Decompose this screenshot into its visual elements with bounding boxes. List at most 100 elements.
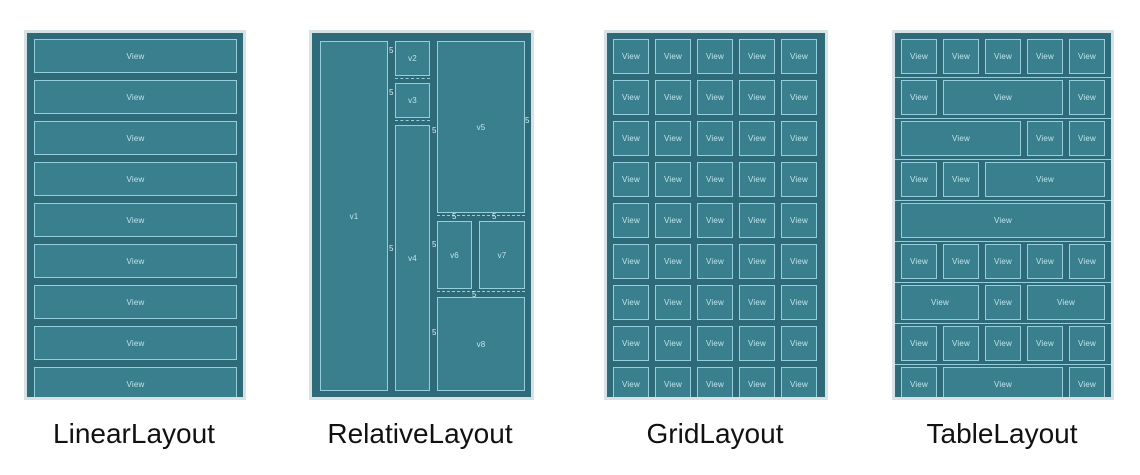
grid-view-cell: View xyxy=(697,162,733,197)
relative-margin-mark: 5 xyxy=(492,212,497,221)
table-view-cell: View xyxy=(901,121,1021,156)
table-view-cell: View xyxy=(943,244,979,279)
relative-connector-line xyxy=(437,291,525,293)
table-view-cell: View xyxy=(943,39,979,74)
table-view-cell: View xyxy=(1027,285,1105,320)
grid-view-cell: View xyxy=(781,326,817,361)
grid-view-cell: View xyxy=(781,80,817,115)
relative-connector-line xyxy=(437,215,525,217)
linear-view-8: View xyxy=(34,326,237,360)
linear-layout-caption: LinearLayout xyxy=(53,418,215,449)
table-row-divider xyxy=(895,77,1111,78)
grid-view-cell: View xyxy=(781,39,817,74)
relative-margin-mark: 5 xyxy=(525,116,530,125)
relative-view-v6: v6 xyxy=(437,221,472,289)
grid-view-cell: View xyxy=(697,121,733,156)
grid-view-cell: View xyxy=(613,285,649,320)
linear-view-7: View xyxy=(34,285,237,319)
linear-view-4: View xyxy=(34,162,237,196)
table-view-cell: View xyxy=(1069,367,1105,397)
grid-view-cell: View xyxy=(613,326,649,361)
relative-margin-mark: 5 xyxy=(472,290,477,299)
table-row-divider xyxy=(895,364,1111,365)
table-view-cell: View xyxy=(901,162,937,197)
linear-view-5: View xyxy=(34,203,237,237)
grid-view-cell: View xyxy=(613,39,649,74)
grid-view-cell: View xyxy=(697,244,733,279)
relative-view-v5: v5 xyxy=(437,41,525,213)
relative-margin-mark: 5 xyxy=(389,244,394,253)
grid-view-cell: View xyxy=(739,80,775,115)
table-view-cell: View xyxy=(985,39,1021,74)
grid-view-cell: View xyxy=(739,121,775,156)
grid-view-cell: View xyxy=(613,121,649,156)
relative-connector-line xyxy=(395,78,430,80)
linear-view-3: View xyxy=(34,121,237,155)
table-view-cell: View xyxy=(901,203,1105,238)
table-view-cell: View xyxy=(901,285,979,320)
relative-connector-line xyxy=(395,120,430,122)
grid-view-cell: View xyxy=(613,80,649,115)
table-view-cell: View xyxy=(985,285,1021,320)
relative-margin-mark: 5 xyxy=(389,46,394,55)
grid-view-cell: View xyxy=(781,244,817,279)
table-row-divider xyxy=(895,118,1111,119)
relative-view-v3: v3 xyxy=(395,83,430,118)
relative-view-v1: v1 xyxy=(320,41,388,391)
table-view-cell: View xyxy=(901,39,937,74)
grid-view-cell: View xyxy=(697,285,733,320)
grid-view-cell: View xyxy=(781,203,817,238)
table-view-cell: View xyxy=(901,80,937,115)
linear-view-6: View xyxy=(34,244,237,278)
grid-view-cell: View xyxy=(655,367,691,397)
grid-view-cell: View xyxy=(697,80,733,115)
relative-margin-mark: 5 xyxy=(452,212,457,221)
table-view-cell: View xyxy=(1069,39,1105,74)
table-view-cell: View xyxy=(1027,244,1063,279)
grid-view-cell: View xyxy=(739,162,775,197)
table-row-divider xyxy=(895,282,1111,283)
grid-view-cell: View xyxy=(613,162,649,197)
grid-view-cell: View xyxy=(781,367,817,397)
table-row-divider xyxy=(895,200,1111,201)
table-view-cell: View xyxy=(1069,326,1105,361)
grid-view-cell: View xyxy=(613,203,649,238)
grid-view-cell: View xyxy=(655,39,691,74)
grid-view-cell: View xyxy=(739,203,775,238)
grid-view-cell: View xyxy=(697,326,733,361)
relative-view-v8: v8 xyxy=(437,297,525,391)
linear-view-9: View xyxy=(34,367,237,397)
linear-view-2: View xyxy=(34,80,237,114)
grid-view-cell: View xyxy=(739,39,775,74)
grid-view-cell: View xyxy=(781,285,817,320)
grid-view-cell: View xyxy=(655,80,691,115)
grid-view-cell: View xyxy=(739,244,775,279)
relative-layout-caption: RelativeLayout xyxy=(327,418,513,449)
table-view-cell: View xyxy=(943,326,979,361)
table-view-cell: View xyxy=(943,80,1063,115)
table-row-divider xyxy=(895,323,1111,324)
table-view-cell: View xyxy=(985,244,1021,279)
table-layout-caption: TableLayout xyxy=(926,418,1078,449)
grid-view-cell: View xyxy=(655,285,691,320)
table-view-cell: View xyxy=(943,367,1063,397)
grid-view-cell: View xyxy=(655,326,691,361)
relative-margin-mark: 5 xyxy=(432,240,437,249)
grid-view-cell: View xyxy=(655,203,691,238)
grid-view-cell: View xyxy=(655,244,691,279)
grid-layout-caption: GridLayout xyxy=(646,418,784,449)
grid-view-cell: View xyxy=(655,162,691,197)
relative-view-v2: v2 xyxy=(395,41,430,76)
grid-view-cell: View xyxy=(697,367,733,397)
grid-view-cell: View xyxy=(655,121,691,156)
table-view-cell: View xyxy=(901,326,937,361)
table-view-cell: View xyxy=(901,367,937,397)
grid-view-cell: View xyxy=(739,326,775,361)
